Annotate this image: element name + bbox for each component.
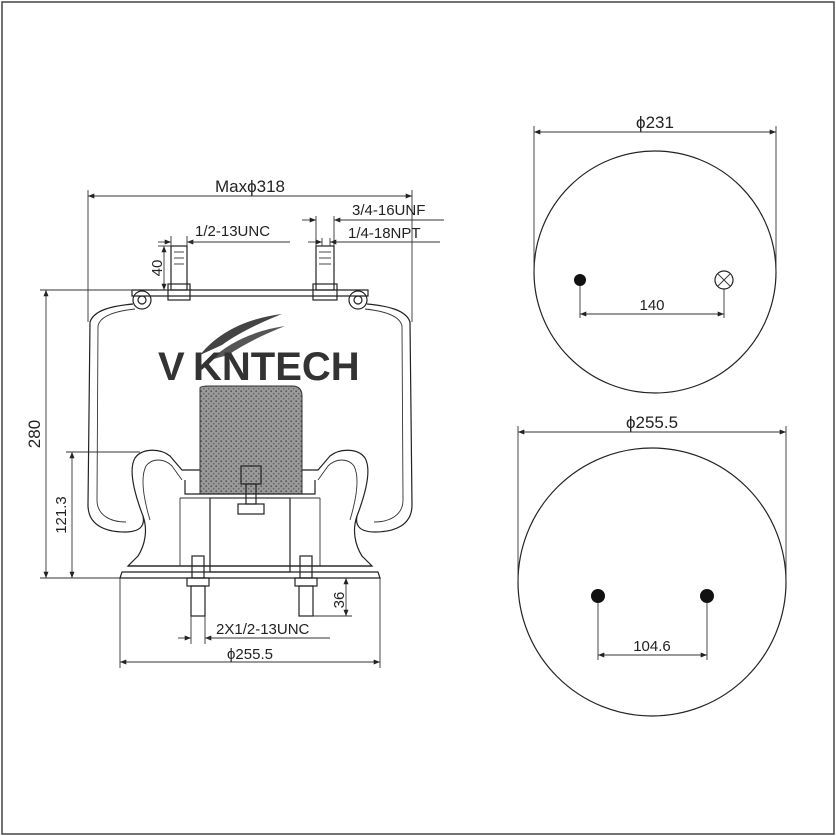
piston-height-label: 121.3 (53, 496, 70, 534)
bottom-hole-spacing-label: 104.6 (633, 638, 671, 655)
bottom-stud-left (186, 555, 210, 617)
bottom-plate-diameter-label: ϕ255.5 (626, 413, 678, 432)
top-stud-left (167, 245, 191, 301)
top-plate-hole-left (574, 274, 586, 286)
bumper (199, 385, 303, 495)
bottom-plate-hole-right (700, 589, 714, 603)
top-plate-view: ϕ231 140 (533, 113, 777, 394)
bottom-plate-view: ϕ255.5 104.6 (517, 413, 787, 717)
crimp-curl-right (348, 290, 368, 310)
bottom-thread-label: 2X1/2-13UNC (216, 621, 310, 638)
bottom-plate-hole-left (591, 589, 605, 603)
overall-height-label: 280 (25, 420, 44, 448)
base-diameter-label: ϕ255.5 (227, 646, 273, 663)
crimp-curl-left (132, 290, 152, 310)
stud-height-label: 40 (149, 260, 166, 277)
top-plate-air-fitting (714, 270, 734, 290)
top-hole-spacing-label: 140 (639, 297, 664, 314)
bottom-stud-right (294, 555, 318, 617)
top-plate-diameter-label: ϕ231 (636, 113, 674, 132)
logo-initial: V (158, 345, 185, 389)
top-stud-right (312, 245, 338, 301)
vkntech-logo: V KNTECH (158, 314, 360, 389)
top-thread-right-label-2: 1/4-18NPT (348, 225, 421, 242)
max-diameter-label: Maxϕ318 (215, 177, 285, 196)
top-thread-left-label: 1/2-13UNC (195, 223, 270, 240)
top-thread-right-label-1: 3/4-16UNF (352, 202, 425, 219)
logo-text: KNTECH (193, 345, 360, 389)
bottom-stud-height-label: 36 (331, 592, 348, 609)
bellows-outline (87, 303, 145, 533)
side-view: V KNTECH Maxϕ318 1/2-13UNC 3/4-16UNF 1/4… (25, 177, 444, 668)
